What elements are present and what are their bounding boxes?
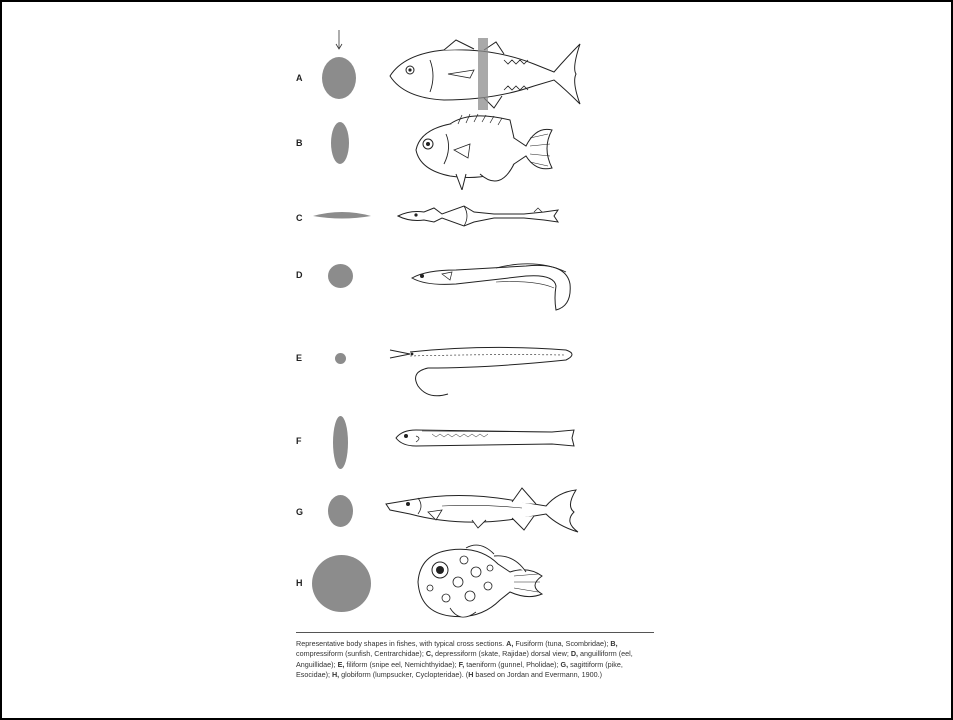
cross-section-e bbox=[335, 353, 346, 364]
sunfish-illustration bbox=[410, 112, 556, 190]
cross-section-a bbox=[314, 28, 364, 103]
row-label-f: F bbox=[296, 436, 302, 446]
caption-a-text: Fusiform (tuna, Scombridae); bbox=[513, 639, 610, 648]
caption-based-text: based on Jordan and Evermann, 1900.) bbox=[473, 670, 602, 679]
caption-intro: Representative body shapes in fishes, wi… bbox=[296, 639, 506, 648]
cross-section-g bbox=[328, 495, 353, 527]
pike-illustration bbox=[382, 484, 582, 534]
caption-h-text: globiform (lumpsucker, Cyclopteridae). ( bbox=[339, 670, 468, 679]
eel-illustration bbox=[406, 256, 576, 314]
cross-section-h bbox=[312, 555, 371, 612]
caption-e-text: filiform (snipe eel, Nemichthyidae); bbox=[344, 660, 458, 669]
row-label-b: B bbox=[296, 138, 303, 148]
lumpsucker-illustration bbox=[410, 542, 550, 624]
gunnel-illustration bbox=[392, 426, 578, 450]
row-label-e: E bbox=[296, 353, 302, 363]
tuna-illustration bbox=[384, 38, 584, 110]
caption-divider bbox=[296, 632, 654, 633]
caption-d-letter: D, bbox=[571, 649, 578, 658]
cross-section-f bbox=[333, 416, 348, 469]
caption-f-text: taeniform (gunnel, Pholidae); bbox=[464, 660, 560, 669]
caption-g-letter: G, bbox=[561, 660, 569, 669]
caption-b-text: compressiform (sunfish, Centrarchidae); bbox=[296, 649, 426, 658]
caption-c-text: depressiform (skate, Rajidae) dorsal vie… bbox=[433, 649, 571, 658]
row-label-c: C bbox=[296, 213, 303, 223]
cross-section-c bbox=[312, 210, 372, 220]
cross-section-b bbox=[331, 122, 349, 164]
row-label-g: G bbox=[296, 507, 303, 517]
skate-illustration bbox=[394, 202, 562, 228]
caption-c-letter: C, bbox=[426, 649, 433, 658]
figure-caption: Representative body shapes in fishes, wi… bbox=[296, 639, 658, 681]
row-label-h: H bbox=[296, 578, 303, 588]
snipe-eel-illustration bbox=[388, 338, 580, 408]
row-label-d: D bbox=[296, 270, 303, 280]
row-label-a: A bbox=[296, 73, 303, 83]
caption-b-letter: B, bbox=[610, 639, 617, 648]
cross-section-d bbox=[328, 264, 353, 288]
